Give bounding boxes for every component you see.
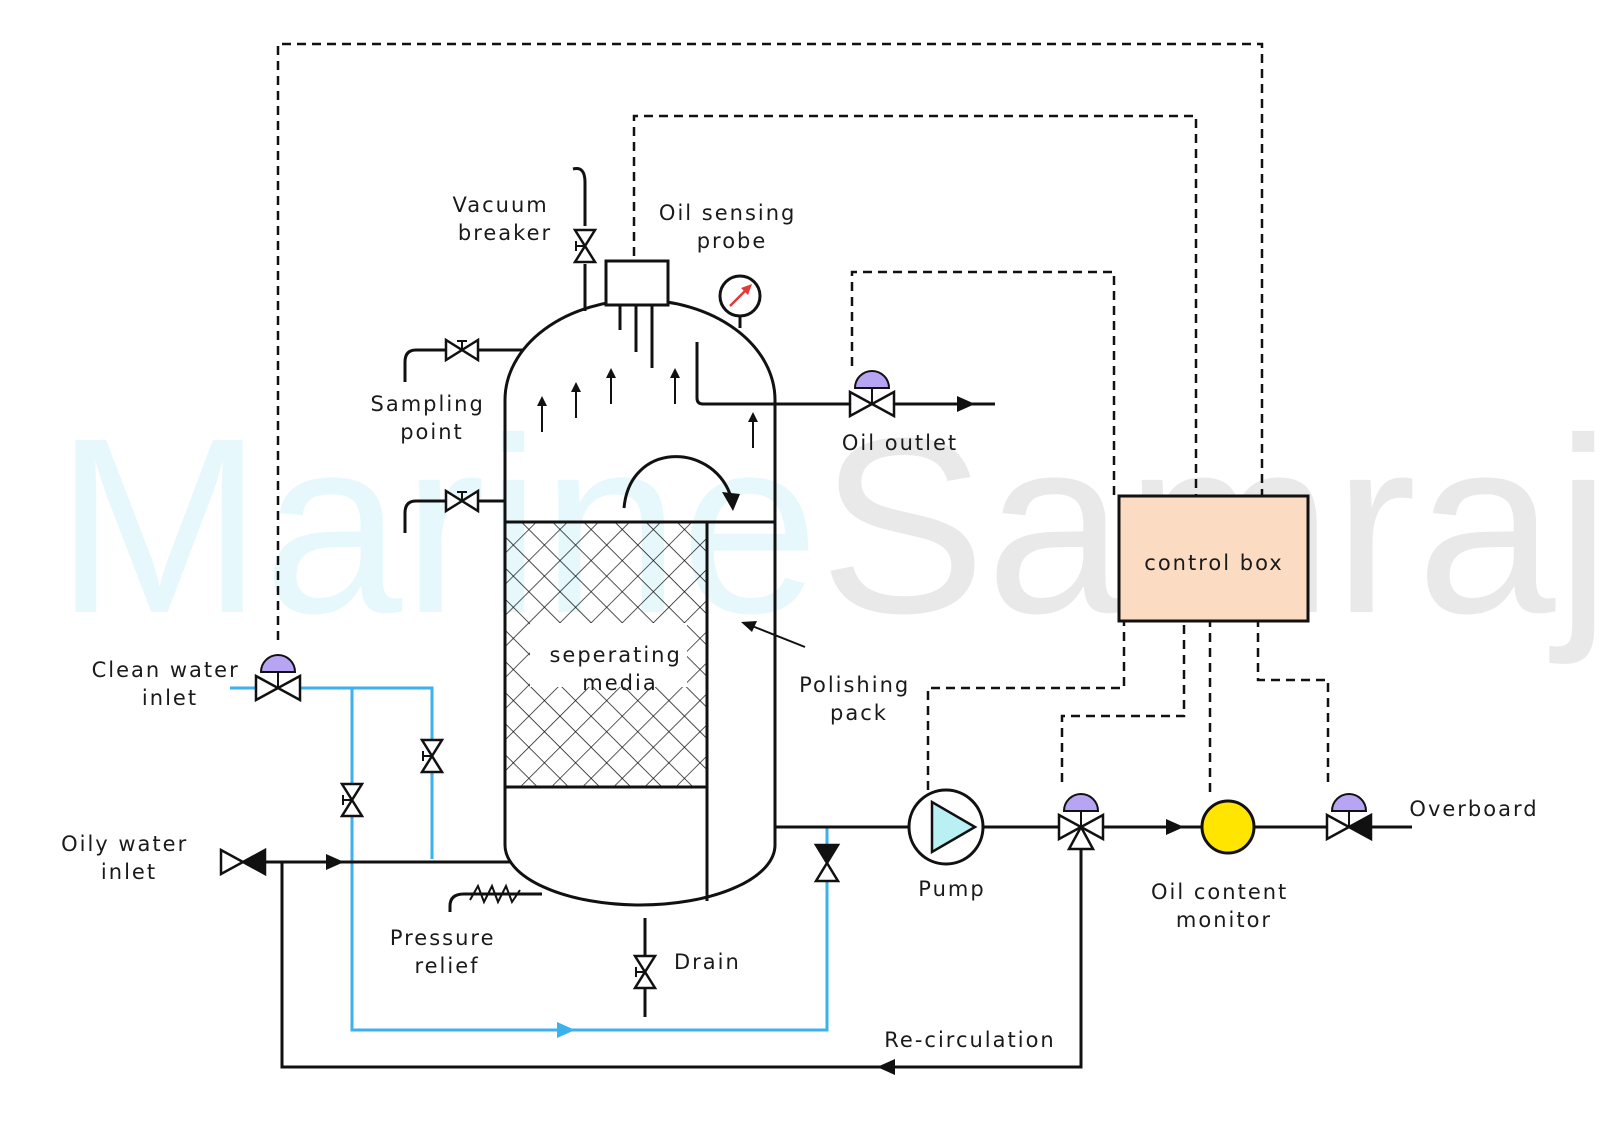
signal-lines — [276, 42, 1330, 792]
label-oily-water-inlet: Oily water inlet — [61, 832, 197, 884]
oily-water-inlet-valve — [219, 847, 267, 877]
three-way-valve — [1057, 793, 1105, 851]
signal-line-overboard — [1256, 612, 1330, 782]
recirculation-line — [280, 849, 1083, 1069]
signal-line-pump — [926, 612, 1126, 790]
label-overboard: Overboard — [1409, 797, 1538, 821]
overboard-valve — [1325, 793, 1373, 842]
clean-water-check-valve — [813, 843, 841, 883]
label-clean-water-inlet: Clean water inlet — [92, 658, 249, 710]
label-oil-outlet: Oil outlet — [842, 431, 958, 455]
separator-vessel — [503, 298, 806, 907]
oil-outlet-valve — [848, 370, 896, 419]
label-sampling-point: Sampling point — [371, 392, 494, 444]
flow-curve-arrow — [622, 455, 732, 509]
vacuum-breaker-valve — [572, 228, 598, 264]
clean-water-branch-valve-1 — [419, 738, 445, 774]
control-box — [1117, 494, 1310, 623]
labels: Vacuum breaker Oil sensing probe Samplin… — [61, 193, 1538, 1052]
discharge-line — [775, 793, 1412, 851]
label-oil-sensing-probe: Oil sensing probe — [659, 201, 805, 253]
signal-line-probe — [632, 114, 1198, 496]
label-control-box: control box — [1144, 551, 1283, 575]
label-vacuum-breaker: Vacuum breaker — [453, 193, 558, 245]
oil-outlet-line — [775, 370, 995, 419]
sampling-point-upper — [403, 337, 524, 382]
clean-water-lines — [230, 654, 841, 1038]
label-polishing-pack: Polishing pack — [799, 673, 919, 725]
label-separating-media: seperating media — [549, 643, 690, 695]
signal-line-oil-outlet — [850, 270, 1116, 496]
oil-content-monitor-icon — [1200, 799, 1256, 855]
label-pressure-relief: Pressure relief — [390, 926, 504, 978]
label-oil-content-monitor: Oil content monitor — [1151, 880, 1297, 932]
label-pump: Pump — [918, 877, 985, 901]
pressure-relief — [448, 883, 542, 912]
drain-valve — [632, 954, 658, 990]
watermark: MarineSamraj — [55, 386, 1600, 665]
separating-media-label-bg — [530, 623, 687, 687]
pressure-gauge-icon — [718, 274, 762, 328]
clean-water-inlet-valve — [254, 654, 302, 703]
sampling-point-lower — [403, 488, 505, 533]
pump-icon — [907, 788, 985, 866]
label-recirculation: Re-circulation — [884, 1028, 1055, 1052]
oily-water-inlet-line — [219, 847, 1083, 1075]
signal-line-3way-valve — [1060, 612, 1186, 782]
oil-rising-arrows — [537, 368, 758, 448]
signal-line-clean-water — [276, 42, 1264, 640]
vacuum-breaker — [572, 167, 598, 311]
clean-water-branch-valve-2 — [339, 782, 365, 818]
label-drain: Drain — [674, 950, 741, 974]
drain — [632, 918, 658, 1017]
oil-sensing-probe — [604, 259, 670, 307]
